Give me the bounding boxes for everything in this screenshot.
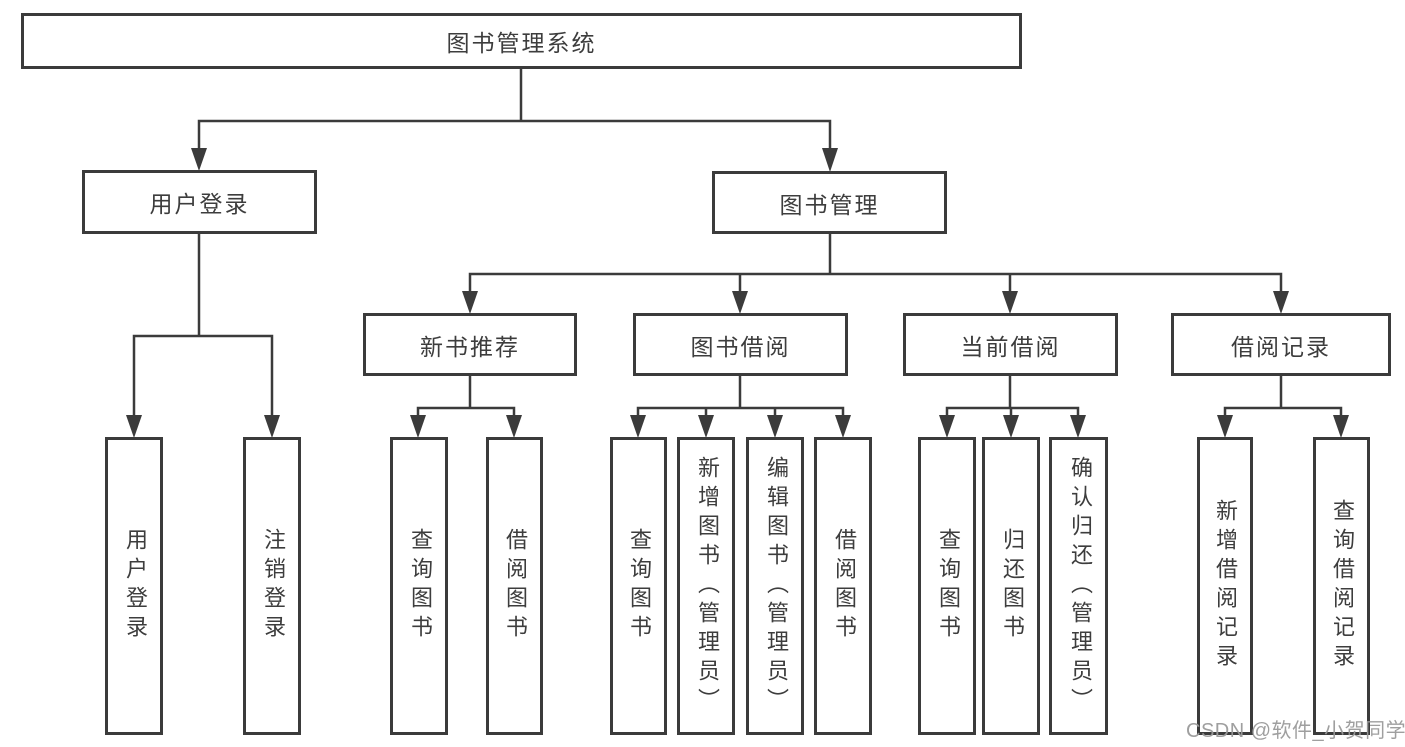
node-label: 当前借阅 (960, 333, 1061, 360)
node-current-borrowing: 当前借阅 (903, 313, 1118, 376)
arrow-icon (1217, 415, 1233, 438)
arrow-icon (462, 291, 478, 314)
arrow-icon (126, 415, 142, 438)
arrow-icon (835, 415, 851, 438)
leaf-add-book-admin: 新增图书（管理员） (677, 437, 735, 735)
arrow-icon (1002, 291, 1018, 314)
node-label: 查询图书 (936, 528, 961, 644)
leaf-confirm-return-admin: 确认归还（管理员） (1049, 437, 1108, 735)
node-label: 借阅图书 (503, 528, 528, 644)
node-label: 图书管理 (779, 191, 880, 218)
arrow-icon (732, 291, 748, 314)
leaf-borrow-books-recommend: 借阅图书 (486, 437, 543, 735)
csdn-watermark: CSDN @软件_小贺同学 (1186, 720, 1405, 742)
node-label: 图书管理系统 (446, 30, 597, 56)
arrow-icon (506, 415, 522, 438)
node-label: 用户登录 (149, 191, 250, 217)
node-label: 图书借阅 (690, 333, 791, 360)
leaf-query-books-recommend: 查询图书 (390, 437, 448, 735)
arrow-icon (1333, 415, 1349, 438)
connector-lines (132, 66, 1343, 422)
node-label: 编辑图书（管理员） (764, 455, 789, 717)
node-borrowing-records: 借阅记录 (1171, 313, 1391, 376)
node-book-borrowing: 图书借阅 (633, 313, 848, 376)
arrow-icon (630, 415, 646, 438)
node-label: 确认归还（管理员） (1068, 455, 1093, 717)
node-new-book-recommend: 新书推荐 (363, 313, 577, 376)
node-label: 新书推荐 (420, 333, 520, 360)
node-label: 注销登录 (261, 528, 286, 644)
node-label: 借阅图书 (832, 528, 857, 644)
node-label: 查询图书 (408, 528, 433, 644)
node-label: 用户登录 (123, 528, 148, 644)
arrow-icon (1273, 291, 1289, 314)
leaf-borrow-books-borrowing: 借阅图书 (814, 437, 872, 735)
node-label: 归还图书 (1000, 528, 1025, 644)
leaf-query-books-current: 查询图书 (918, 437, 976, 735)
arrow-icon (939, 415, 955, 438)
node-book-management: 图书管理 (712, 171, 947, 234)
node-user-login: 用户登录 (82, 170, 317, 234)
node-label: 查询图书 (627, 528, 652, 644)
arrow-icon (698, 415, 714, 438)
arrowheads (126, 148, 1349, 438)
leaf-logout: 注销登录 (243, 437, 301, 735)
node-label: 借阅记录 (1231, 333, 1331, 360)
leaf-query-books-borrowing: 查询图书 (610, 437, 667, 735)
arrow-icon (191, 148, 207, 171)
node-root-library-system: 图书管理系统 (21, 13, 1022, 69)
arrow-icon (264, 415, 280, 438)
node-label: 新增借阅记录 (1213, 499, 1238, 673)
arrow-icon (822, 148, 838, 172)
arrow-icon (1003, 415, 1019, 438)
leaf-return-book: 归还图书 (982, 437, 1040, 735)
leaf-edit-book-admin: 编辑图书（管理员） (746, 437, 804, 735)
leaf-add-borrow-record: 新增借阅记录 (1197, 437, 1253, 735)
node-label: 查询借阅记录 (1330, 499, 1355, 673)
arrow-icon (767, 415, 783, 438)
arrow-icon (1070, 415, 1086, 438)
arrow-icon (410, 415, 426, 438)
leaf-query-borrow-record: 查询借阅记录 (1313, 437, 1370, 735)
node-label: 新增图书（管理员） (695, 455, 720, 717)
leaf-user-login: 用户登录 (105, 437, 163, 735)
